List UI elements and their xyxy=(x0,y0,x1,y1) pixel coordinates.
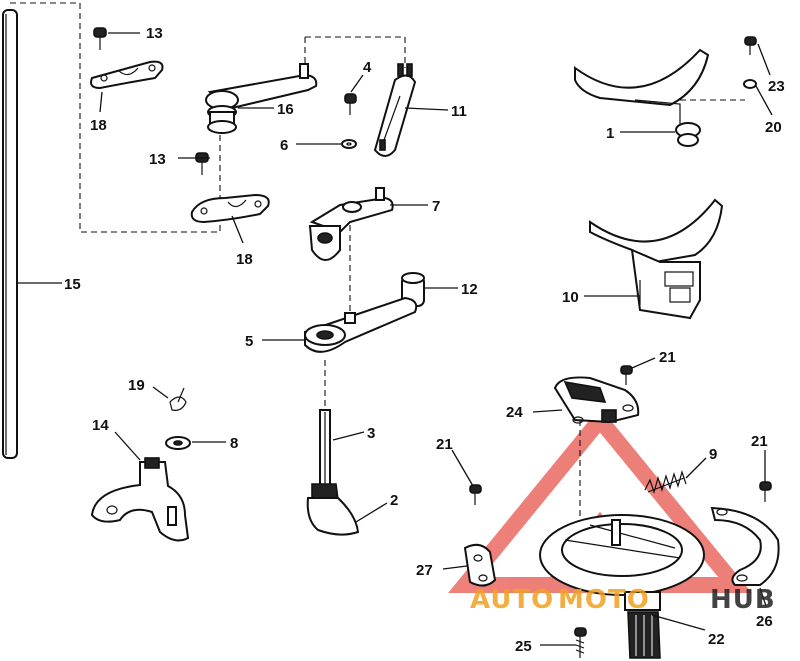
part-21-screw-left xyxy=(469,484,482,505)
callout-2: 2 xyxy=(390,492,398,509)
callout-labels: 13 18 13 18 15 16 4 6 11 7 12 5 3 2 19 8… xyxy=(64,25,785,655)
part-23-screw xyxy=(744,36,757,55)
callout-3: 3 xyxy=(367,425,375,442)
part-6-washer xyxy=(341,139,357,149)
callout-8: 8 xyxy=(230,435,238,452)
callout-13-mid: 13 xyxy=(149,151,166,168)
part-2-foot xyxy=(306,483,360,536)
callout-22: 22 xyxy=(708,631,725,648)
part-21-screw-right xyxy=(759,481,772,502)
callout-leaders xyxy=(18,32,773,646)
callout-6: 6 xyxy=(280,137,288,154)
part-21-screw-right-top xyxy=(620,365,633,385)
part-13-screw-top xyxy=(93,27,107,50)
callout-7: 7 xyxy=(432,198,440,215)
part-19-pin xyxy=(169,387,187,411)
part-9-spring xyxy=(644,469,687,495)
callout-25: 25 xyxy=(515,638,532,655)
part-13-screw-mid xyxy=(195,152,209,175)
part-11-link-bar xyxy=(373,63,417,157)
part-7-cam-lever xyxy=(308,187,394,261)
callout-15: 15 xyxy=(64,276,81,293)
watermark-part-moto: MOTO xyxy=(558,585,650,615)
part-1-arc-bracket xyxy=(574,48,710,147)
callout-26: 26 xyxy=(756,613,773,630)
watermark-part-hub: HUB xyxy=(710,585,776,615)
callout-21-right: 21 xyxy=(751,433,768,450)
callout-11: 11 xyxy=(451,103,467,120)
part-18-bracket-top xyxy=(90,60,164,90)
callout-13-top: 13 xyxy=(146,25,163,42)
watermark-part-auto: AUTO xyxy=(470,585,554,615)
part-22-ring-plate xyxy=(539,514,705,659)
callout-4: 4 xyxy=(363,59,372,76)
assembly-guide-lines xyxy=(10,2,745,520)
part-5-crank-arm xyxy=(304,296,418,353)
part-18-bracket-bottom xyxy=(190,193,270,224)
watermark-text: AUTO MOTO HUB xyxy=(470,585,776,615)
part-3-shaft xyxy=(319,409,331,486)
part-27-clip xyxy=(463,543,497,587)
callout-18-top: 18 xyxy=(90,117,107,134)
callout-27: 27 xyxy=(416,562,433,579)
part-20-washer xyxy=(743,79,757,89)
callout-12: 12 xyxy=(461,281,478,298)
callout-9: 9 xyxy=(709,446,717,463)
part-14-bracket xyxy=(90,457,190,542)
callout-21-top: 21 xyxy=(659,349,676,366)
part-25-screw xyxy=(574,627,587,658)
part-16-lever-arm xyxy=(205,63,318,134)
callout-18-bottom: 18 xyxy=(236,251,253,268)
callout-20: 20 xyxy=(765,119,782,136)
callout-21-left: 21 xyxy=(436,436,453,453)
callout-19: 19 xyxy=(128,377,145,394)
part-26-side-bracket xyxy=(710,506,780,586)
callout-24: 24 xyxy=(506,404,523,421)
callout-14: 14 xyxy=(92,417,109,434)
callout-5: 5 xyxy=(245,333,253,350)
part-10-arc-bracket xyxy=(589,198,724,320)
part-24-switch xyxy=(553,376,640,424)
part-15-shift-rod xyxy=(2,9,18,459)
callout-16: 16 xyxy=(277,101,294,118)
part-4-screw xyxy=(344,93,357,115)
callout-10: 10 xyxy=(562,289,579,306)
callout-23: 23 xyxy=(768,78,785,95)
callout-1: 1 xyxy=(606,125,614,142)
part-8-washer xyxy=(165,436,191,450)
